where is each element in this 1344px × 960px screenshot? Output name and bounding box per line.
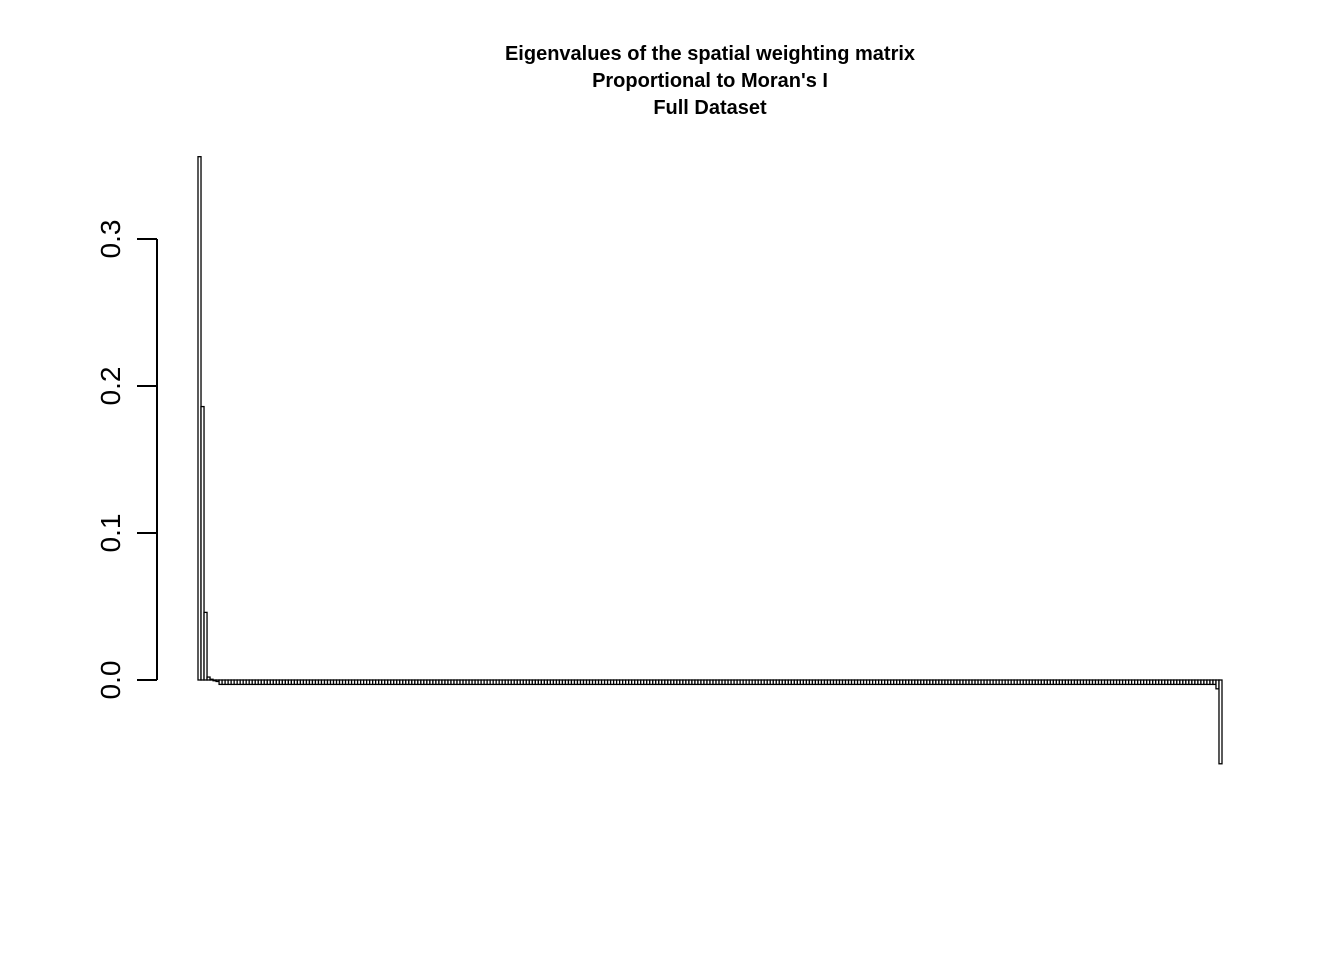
bar bbox=[200, 405, 205, 681]
chart-title-line-1: Eigenvalues of the spatial weighting mat… bbox=[505, 43, 915, 65]
y-tick-label: 0.2 bbox=[95, 367, 126, 406]
y-axis: 0.0 0.1 0.2 0.3 bbox=[95, 220, 158, 700]
y-tick-label: 0.0 bbox=[95, 661, 126, 700]
bars-group bbox=[197, 156, 1223, 765]
bar bbox=[1218, 679, 1223, 765]
bar bbox=[203, 611, 208, 681]
y-tick-label: 0.1 bbox=[95, 514, 126, 553]
y-tick-label: 0.3 bbox=[95, 220, 126, 259]
bar bbox=[206, 676, 211, 681]
chart-title: Eigenvalues of the spatial weighting mat… bbox=[505, 43, 915, 119]
chart-title-line-2: Proportional to Moran's I bbox=[592, 70, 828, 92]
chart-title-line-3: Full Dataset bbox=[653, 97, 767, 119]
